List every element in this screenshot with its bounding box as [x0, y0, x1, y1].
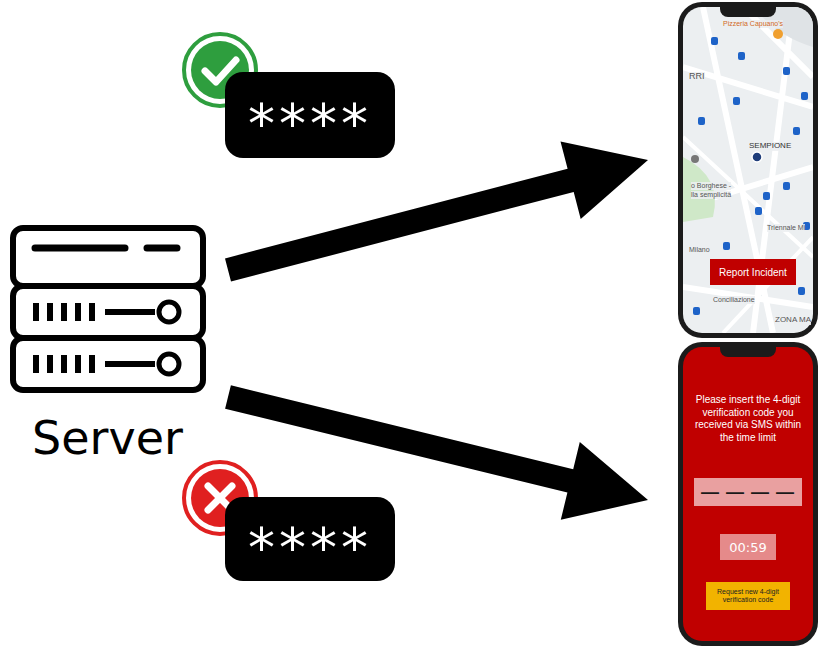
code-placeholder: — — — —: [701, 482, 795, 503]
code-badge: ****: [225, 72, 395, 158]
phone-verify-screen: Please insert the 4-digit verification c…: [678, 342, 818, 646]
map-label: o Borghese -: [691, 182, 731, 190]
map-label: ZONA MA: [775, 316, 811, 325]
resend-button: Request new 4-digit verification code: [706, 582, 790, 610]
report-button: Report Incident: [710, 259, 796, 285]
phone-map-screen: Pizzeria Capuano'sRRI SEMPIONE o Borghese …: [678, 2, 818, 338]
flow-arrow: [225, 142, 648, 282]
map-label: lla semplicità: [691, 191, 731, 199]
masked-code: ****: [248, 79, 372, 151]
masked-code: ****: [248, 503, 372, 575]
map-label: Conciliazione: [713, 296, 755, 304]
map-label: RRI: [689, 72, 705, 82]
server-icon: [5, 222, 220, 397]
countdown-timer: 00:59: [720, 534, 776, 560]
server-node: Server: [5, 222, 220, 484]
map-label: SEMPIONE: [749, 142, 791, 151]
code-badge: ****: [225, 497, 395, 581]
timer-text: 00:59: [729, 540, 766, 555]
map-label: Pizzeria Capuano's: [723, 20, 783, 28]
code-input-field: — — — —: [694, 478, 802, 506]
button-label: Request new 4-digit verification code: [710, 588, 786, 605]
server-label: Server: [5, 408, 210, 468]
button-label: Report Incident: [719, 267, 787, 278]
phone-notch: [720, 6, 776, 17]
instruction-text: Please insert the 4-digit verification c…: [692, 394, 804, 444]
map-label: Triennale Mi: [767, 224, 805, 232]
phone-notch: [720, 346, 776, 357]
map-label: Milano: [689, 246, 710, 254]
